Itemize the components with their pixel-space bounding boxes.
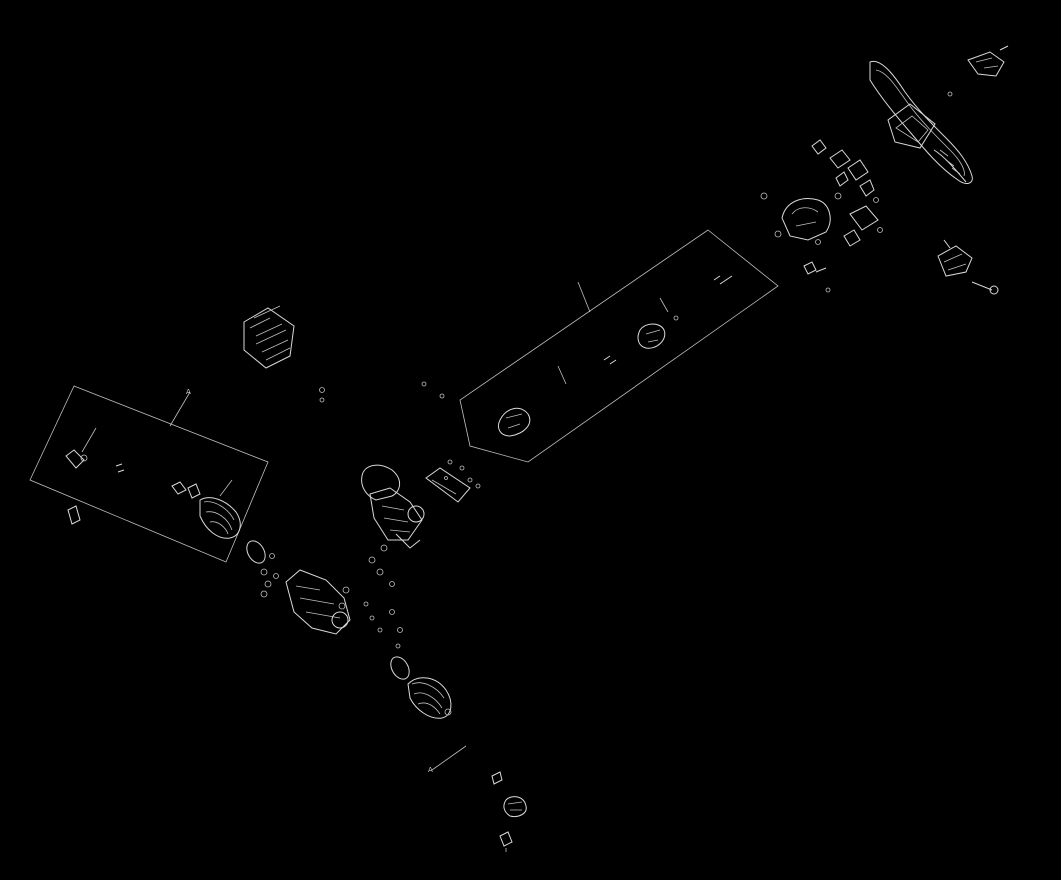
callout-left-group: A [186,388,191,396]
differential-housing [285,569,351,635]
left-group-parts [65,449,241,539]
left-boot-ring [246,540,275,564]
lower-boot-ring [390,656,410,680]
mid-top-fasteners [803,261,831,293]
main-housing-outline [459,229,779,463]
steering-wheel-assembly [869,60,973,184]
grip-part [967,45,1009,77]
bracket-part [760,192,831,245]
center-fasteners [363,381,445,649]
lower-boot [407,677,452,719]
plate-part [425,459,481,503]
lower-right-bracket [937,239,999,295]
motor-assembly [361,464,425,549]
bottom-tip-parts [491,771,527,852]
upper-small-parts [811,139,883,247]
lower-callout: A [428,745,467,774]
left-group-outline: A [29,385,269,563]
housing-inner-parts [497,275,733,437]
control-box [243,305,295,369]
callout-bottom-group: A [428,766,433,774]
left-axle-fasteners [260,568,279,598]
